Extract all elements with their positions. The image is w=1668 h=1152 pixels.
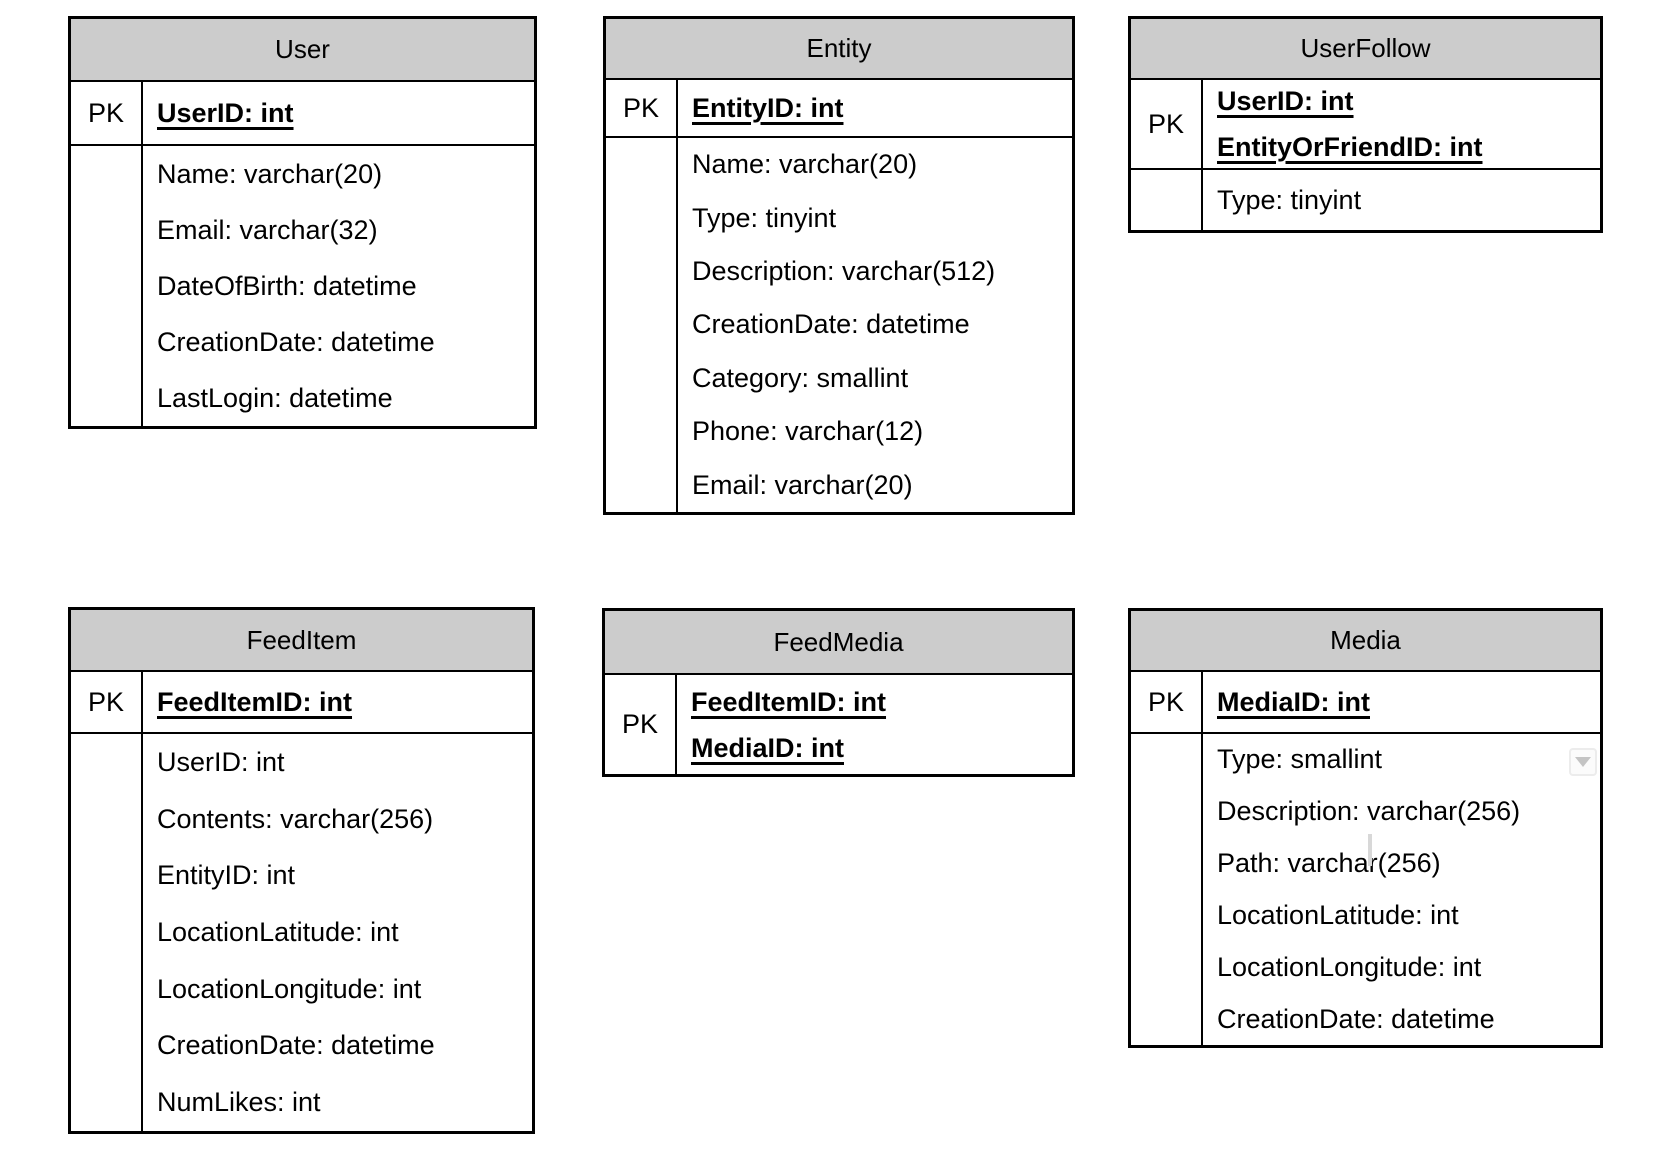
pk-column-divider — [141, 672, 143, 1131]
table-title-bar[interactable]: Media — [1131, 611, 1600, 672]
entity-table-feeditem[interactable]: FeedItem PK FeedItemID: int UserID: int … — [68, 607, 535, 1134]
attribute-row[interactable]: Email: varchar(32) — [157, 214, 378, 245]
attribute-row[interactable]: Type: tinyint — [692, 202, 837, 233]
attribute-row[interactable]: Name: varchar(20) — [157, 158, 383, 189]
pk-row[interactable]: PK FeedItemID: int MediaID: int — [605, 675, 1072, 774]
pk-field[interactable]: EntityID: int — [692, 93, 844, 123]
pk-field[interactable]: UserID: int — [157, 98, 294, 128]
table-title-bar[interactable]: FeedMedia — [605, 611, 1072, 675]
pk-row[interactable]: PK MediaID: int — [1131, 672, 1600, 734]
attribute-row[interactable]: CreationDate: datetime — [1217, 1003, 1495, 1034]
attribute-row[interactable]: UserID: int — [157, 746, 285, 777]
table-title-bar[interactable]: FeedItem — [71, 610, 532, 672]
attribute-rows: Name: varchar(20) Email: varchar(32) Dat… — [71, 146, 534, 426]
attribute-row[interactable]: Description: varchar(512) — [692, 256, 996, 287]
attribute-rows: UserID: int Contents: varchar(256) Entit… — [71, 734, 532, 1131]
pk-field[interactable]: EntityOrFriendID: int — [1217, 132, 1483, 162]
table-title: Media — [1330, 625, 1401, 655]
attribute-rows: Type: tinyint — [1131, 170, 1600, 230]
pk-field[interactable]: MediaID: int — [691, 732, 844, 763]
attribute-row[interactable]: Type: smallint — [1217, 744, 1383, 775]
dropdown-icon[interactable] — [1569, 748, 1597, 776]
attribute-row[interactable]: Category: smallint — [692, 362, 909, 393]
pk-column-divider — [1201, 80, 1203, 230]
table-title: UserFollow — [1300, 33, 1431, 63]
entity-table-feedmedia[interactable]: FeedMedia PK FeedItemID: int MediaID: in… — [602, 608, 1075, 777]
attribute-row[interactable]: Description: varchar(256) — [1217, 796, 1521, 827]
attribute-row[interactable]: LocationLatitude: int — [1217, 899, 1459, 930]
pk-row[interactable]: PK FeedItemID: int — [71, 672, 532, 734]
pk-row[interactable]: PK UserID: int EntityOrFriendID: int — [1131, 80, 1600, 170]
attribute-row[interactable]: Email: varchar(20) — [692, 469, 913, 500]
attribute-row[interactable]: Name: varchar(20) — [692, 149, 918, 180]
pk-column-divider — [1201, 672, 1203, 1045]
table-body: PK MediaID: int Type: smallint Descripti… — [1131, 672, 1600, 1045]
table-body: PK UserID: int EntityOrFriendID: int Typ… — [1131, 80, 1600, 230]
entity-table-entity[interactable]: Entity PK EntityID: int Name: varchar(20… — [603, 16, 1075, 515]
entity-table-user[interactable]: User PK UserID: int Name: varchar(20) Em… — [68, 16, 537, 429]
pk-label: PK — [1147, 686, 1185, 717]
table-title-bar[interactable]: Entity — [606, 19, 1072, 80]
attribute-row[interactable]: LocationLongitude: int — [1217, 951, 1482, 982]
pk-label: PK — [622, 92, 660, 123]
pk-field[interactable]: MediaID: int — [1217, 687, 1370, 717]
entity-table-media[interactable]: Media PK MediaID: int Type: smallint Des… — [1128, 608, 1603, 1048]
attribute-rows: Name: varchar(20) Type: tinyint Descript… — [606, 138, 1072, 512]
table-body: PK UserID: int Name: varchar(20) Email: … — [71, 82, 534, 426]
entity-table-userfollow[interactable]: UserFollow PK UserID: int EntityOrFriend… — [1128, 16, 1603, 233]
table-body: PK FeedItemID: int MediaID: int — [605, 675, 1072, 774]
table-title-bar[interactable]: User — [71, 19, 534, 82]
pk-row[interactable]: PK EntityID: int — [606, 80, 1072, 138]
pk-column-divider — [676, 80, 678, 512]
table-body: PK EntityID: int Name: varchar(20) Type:… — [606, 80, 1072, 512]
attribute-row[interactable]: LastLogin: datetime — [157, 382, 393, 413]
table-title: Entity — [806, 33, 872, 63]
pk-field[interactable]: FeedItemID: int — [691, 686, 887, 717]
attribute-row[interactable]: Type: tinyint — [1217, 184, 1362, 215]
chevron-down-icon — [1575, 757, 1591, 767]
attribute-row[interactable]: LocationLatitude: int — [157, 917, 399, 948]
pk-label: PK — [87, 97, 125, 128]
pk-column-divider — [141, 82, 143, 426]
table-title: User — [275, 34, 330, 64]
pk-field[interactable]: FeedItemID: int — [157, 687, 353, 717]
pk-column-divider — [675, 675, 677, 774]
pk-row[interactable]: PK UserID: int — [71, 82, 534, 146]
attribute-row[interactable]: EntityID: int — [157, 860, 296, 891]
table-body: PK FeedItemID: int UserID: int Contents:… — [71, 672, 532, 1131]
attribute-row[interactable]: CreationDate: datetime — [157, 326, 435, 357]
attribute-row[interactable]: Phone: varchar(12) — [692, 416, 924, 447]
pk-field[interactable]: UserID: int — [1217, 86, 1354, 116]
attribute-rows: Type: smallint Description: varchar(256)… — [1131, 734, 1600, 1045]
attribute-row[interactable]: Contents: varchar(256) — [157, 803, 434, 834]
pk-label: PK — [87, 686, 125, 717]
pk-label: PK — [621, 709, 659, 739]
table-title: FeedItem — [246, 624, 357, 655]
attribute-row[interactable]: LocationLongitude: int — [157, 973, 422, 1004]
table-title: FeedMedia — [773, 626, 904, 657]
attribute-row[interactable]: CreationDate: datetime — [692, 309, 970, 340]
table-title-bar[interactable]: UserFollow — [1131, 19, 1600, 80]
attribute-row[interactable]: NumLikes: int — [157, 1087, 321, 1118]
attribute-row[interactable]: CreationDate: datetime — [157, 1030, 435, 1061]
pk-label: PK — [1147, 108, 1185, 139]
attribute-row[interactable]: DateOfBirth: datetime — [157, 270, 417, 301]
